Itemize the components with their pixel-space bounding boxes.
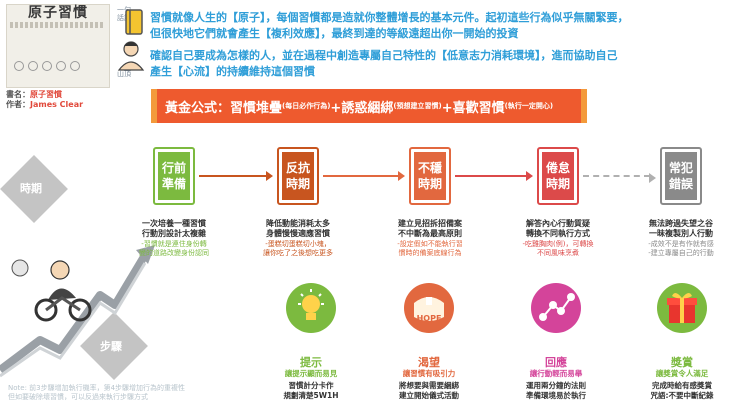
- step-desc-line-1: 運用兩分鐘的法則: [526, 381, 586, 390]
- step-subtitle: 讓獎賞令人滿足: [655, 369, 709, 378]
- lightbulb-icon: [286, 283, 336, 333]
- book-meta: 書名：原子習慣 作者：James Clear: [6, 90, 83, 110]
- stage-box-3: 不穩時期: [409, 147, 451, 205]
- rider-head-icon: [50, 260, 70, 280]
- step-desc-line-2: 規劃清楚5W1H: [283, 391, 339, 400]
- stage-note-line-2: 不同風味烹煮: [537, 249, 579, 257]
- step-desc-line-2: 咒語:不要中斷紀錄: [650, 391, 714, 400]
- stage-title-line-2: 時期: [545, 177, 570, 191]
- stage-desc-line-1: 一次培養一種習慣: [142, 219, 206, 228]
- stage-box-1: 行前準備: [153, 147, 195, 205]
- hope-label: HOPE: [416, 314, 442, 323]
- stage-desc-line-2: 轉換不同執行方式: [526, 229, 590, 238]
- intro-line-2: 但很快地它們就會產生【複利效應】，最終到達的等級遠超出你一開始的投資: [150, 27, 519, 40]
- growth-arrow-illustration: [0, 245, 155, 378]
- book-cover: [6, 4, 110, 88]
- book-mini-icon: [125, 9, 143, 35]
- step-desc-line-1: 將想要與需要綑綁: [399, 381, 459, 390]
- book-cover-icons: [14, 56, 98, 71]
- author-label: 作者：: [6, 100, 30, 109]
- stage-arrow-1: [199, 171, 273, 181]
- formula-part-3-note: (執行一定開心): [504, 102, 554, 110]
- network-icon: [531, 283, 581, 333]
- step-subtitle: 讓提示顯而易見: [284, 369, 338, 378]
- stage-title-line-2: 時期: [417, 177, 442, 191]
- stage-title-line-1: 反抗: [285, 161, 310, 175]
- stage-title-line-1: 行前: [161, 161, 186, 175]
- stage-box-4: 倦怠時期: [537, 147, 579, 205]
- formula-part-1: 黃金公式：習慣堆疊: [165, 100, 283, 116]
- formula-part-1-note: (每日必作行為): [282, 102, 331, 110]
- step-title: 渴望: [418, 356, 440, 369]
- period-label: 時期: [20, 182, 42, 195]
- stage-note-line-2: 讓你吃了之後想吃更多: [263, 249, 333, 257]
- formula-part-2-note: (預想建立習慣): [393, 102, 442, 110]
- formula-part-3: +喜歡習慣: [441, 100, 505, 116]
- step-desc-line-1: 完成時給有感獎賞: [652, 381, 712, 390]
- stage-note-line-1: -蛋糕切蛋糕切小塊，: [265, 240, 331, 248]
- step-subtitle: 讓習慣有吸引力: [402, 369, 456, 378]
- stage-title-line-1: 倦怠: [545, 161, 570, 175]
- intro-tag-climb: 山頂: [117, 70, 131, 78]
- footnote-line-1: Note: 前3步驟增加執行機率，第4步驟增加行為的重複性: [8, 384, 186, 392]
- intro-line-3: 確認自己要成為怎樣的人，並在過程中創造專屬自己特性的【低意志力消耗環境】，進而協…: [150, 49, 618, 62]
- stage-desc-line-2: 一昧複製別人行動: [649, 229, 713, 238]
- step-desc-line-1: 習慣計分卡作: [288, 381, 334, 390]
- golden-formula-banner: 黃金公式：習慣堆疊 (每日必作行為) +誘惑綑綁 (預想建立習慣) +喜歡習慣 …: [151, 89, 587, 123]
- stage-title-line-2: 時期: [285, 177, 310, 191]
- stage-arrow-4: [583, 173, 656, 183]
- intro-line-4: 產生【心流】的持續維持這個習慣: [150, 65, 315, 78]
- footnote-line-2: 但如要破除壞習慣，可以反過來執行步驟方式: [8, 393, 148, 401]
- stage-box-2: 反抗時期: [277, 147, 319, 205]
- stage-note-line-2: 慣時的備案底線行為: [398, 249, 462, 257]
- stage-box-fill: 倦怠時期: [542, 152, 574, 200]
- stage-note-line-1: -吃雞胸肉(例)，可轉換: [522, 240, 594, 248]
- stage-box-5: 常犯錯誤: [660, 147, 702, 205]
- stage-title-line-1: 不穩: [417, 161, 442, 175]
- stage-desc-line-1: 建立見招拆招備案: [398, 219, 462, 228]
- step-title: 提示: [300, 356, 322, 369]
- stage-desc-line-2: 身體慢慢適應習慣: [266, 229, 330, 238]
- book-name: 原子習慣: [30, 90, 62, 99]
- author-name: James Clear: [30, 100, 84, 109]
- stage-arrow-2: [323, 171, 405, 181]
- footnote: Note: 前3步驟增加執行機率，第4步驟增加行為的重複性 但如要破除壞習慣，可…: [8, 384, 185, 402]
- stage-note-line-1: -習慣就是連住身份轉: [141, 240, 207, 248]
- stage-title-line-2: 準備: [161, 177, 186, 191]
- book-cover-title: 原子習慣: [28, 5, 88, 21]
- stage-box-fill: 行前準備: [158, 152, 190, 200]
- stage-note-line-1: -成效不是有作就有感: [648, 240, 714, 248]
- hope-icon: HOPE: [404, 283, 454, 333]
- stage-title-line-2: 錯誤: [668, 177, 693, 191]
- stage-desc-line-2: 行動別設計太複雜: [142, 229, 206, 238]
- stage-note-line-2: -建立專屬自己的行動: [648, 249, 714, 257]
- intro-tag-habit: 一句話講: [117, 6, 131, 22]
- step-desc-line-2: 建立開始儀式活動: [399, 391, 459, 400]
- intro-line-1: 習慣就像人生的【原子】，每個習慣都是造就你整體增長的基本元件。起初這些行為似乎無…: [150, 11, 629, 24]
- book-label: 書名：: [6, 90, 30, 99]
- step-title: 獎賞: [671, 356, 693, 369]
- book-cover-subtitle-lines: [10, 22, 104, 28]
- step-title: 回應: [545, 356, 567, 369]
- stage-box-fill: 不穩時期: [414, 152, 446, 200]
- stage-box-fill: 反抗時期: [282, 152, 314, 200]
- person-avatar-icon: [117, 41, 145, 71]
- stage-arrow-3: [455, 171, 533, 181]
- stage-note-line-1: -設定假如不能執行習: [397, 240, 463, 248]
- steps-label: 步驟: [100, 340, 122, 353]
- stage-desc-line-1: 無法跨過失望之谷: [649, 219, 713, 228]
- stage-note-line-2: 變的道路改變身份認同: [139, 249, 209, 257]
- stage-desc-line-1: 解答內心行動質疑: [526, 219, 590, 228]
- stage-box-fill: 常犯錯誤: [665, 152, 697, 200]
- stage-desc-line-1: 降低動能消耗太多: [266, 219, 330, 228]
- step-subtitle: 讓行動輕而易舉: [529, 369, 583, 378]
- step-desc-line-2: 準備環境易於執行: [526, 391, 586, 400]
- gift-icon: [657, 283, 707, 333]
- stage-title-line-1: 常犯: [668, 161, 693, 175]
- stage-desc-line-2: 不中斷為最高原則: [398, 229, 462, 238]
- formula-part-2: +誘惑綑綁: [330, 100, 394, 116]
